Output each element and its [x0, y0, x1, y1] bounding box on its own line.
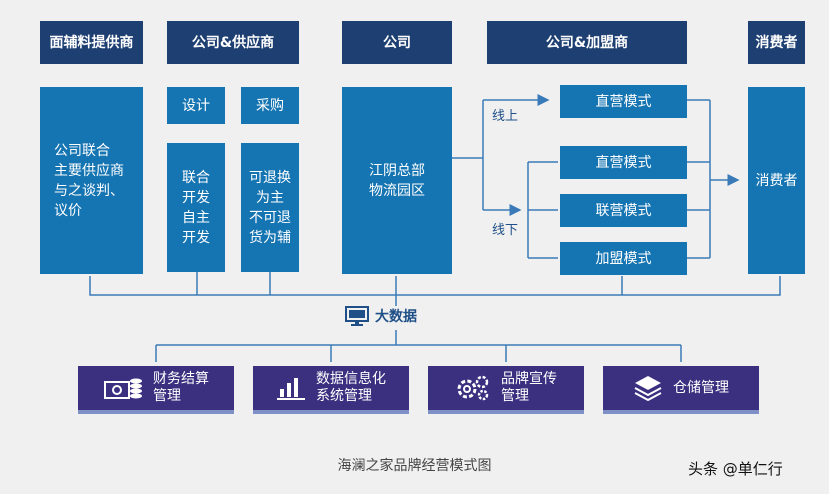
hq-logistics-box: 江阴总部 物流园区 [342, 87, 452, 274]
design-box: 设计 [167, 87, 225, 124]
finance-label: 财务结算 管理 [153, 371, 209, 404]
diagram-caption: 海澜之家品牌经营模式图 [337, 458, 492, 474]
big-data-node: 大数据 [343, 306, 419, 326]
direct-mode-offline-box: 直营模式 [560, 146, 687, 179]
gears-icon [455, 374, 491, 402]
brand-promotion-box: 品牌宣传 管理 [428, 366, 584, 414]
return-exchange-box: 可退换 为主 不可退 货为辅 [241, 143, 299, 272]
header-consumer: 消费者 [748, 21, 805, 64]
supplier-negotiation-box: 公司联合 主要供应商 与之谈判、 议价 [40, 87, 143, 274]
header-company-franchisee: 公司&加盟商 [487, 21, 687, 64]
layers-icon [633, 374, 663, 402]
online-label: 线上 [492, 109, 519, 124]
warehouse-management-box: 仓储管理 [603, 366, 759, 414]
offline-label: 线下 [492, 223, 519, 238]
header-company-supplier: 公司&供应商 [167, 21, 299, 64]
monitor-icon [345, 306, 369, 326]
header-company: 公司 [342, 21, 452, 64]
information-system-box: 数据信息化 系统管理 [253, 366, 409, 414]
watermark: 头条 @单仁行 [688, 460, 783, 478]
consumer-box: 消费者 [748, 87, 805, 274]
header-fabric-supplier: 面辅料提供商 [40, 21, 143, 64]
bar-chart-icon [276, 375, 306, 401]
brand-label: 品牌宣传 管理 [501, 371, 557, 404]
big-data-label: 大数据 [375, 309, 417, 325]
cash-coins-icon [103, 374, 143, 402]
warehouse-label: 仓储管理 [673, 379, 729, 396]
purchase-box: 采购 [241, 87, 299, 124]
franchise-mode-box: 加盟模式 [560, 242, 687, 275]
joint-development-box: 联合 开发 自主 开发 [167, 143, 225, 272]
joint-operation-mode-box: 联营模式 [560, 194, 687, 227]
info-label: 数据信息化 系统管理 [316, 371, 386, 404]
finance-settlement-box: 财务结算 管理 [78, 366, 234, 414]
direct-mode-online-box: 直营模式 [560, 85, 687, 118]
